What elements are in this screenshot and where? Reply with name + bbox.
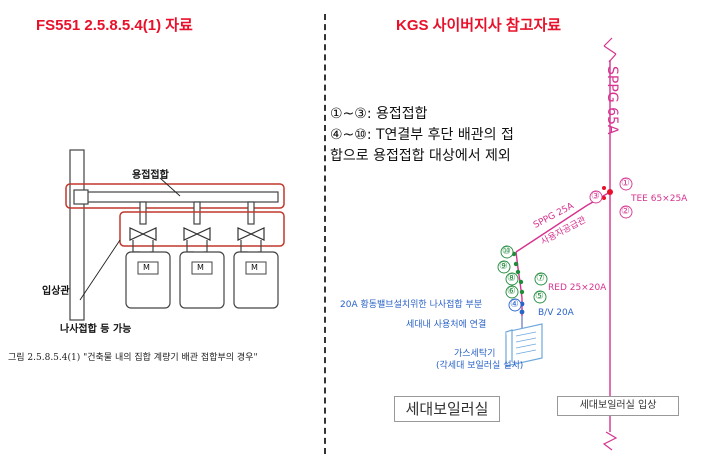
note-line-1: ①~③: 용접접합 — [330, 106, 428, 122]
figure-caption: 그림 2.5.8.5.4(1) "건축물 내의 집합 계량기 배관 접합부의 경… — [8, 353, 258, 363]
label-riser: 입상관 — [42, 286, 70, 297]
marker-7: ⑦ — [536, 273, 545, 284]
note-line-2: ④~⑩: T연결부 후단 배관의 접 — [330, 127, 514, 143]
tee-label: TEE 65×25A — [631, 194, 688, 204]
drop-pipe-1 — [139, 201, 147, 225]
label-weld: 용접접합 — [132, 170, 169, 181]
gas-meter-1 — [125, 251, 171, 309]
gas-heater-appliance — [505, 323, 543, 367]
marker-9: ⑨ — [499, 261, 508, 272]
room-left-box: 세대보일러실 — [394, 396, 500, 422]
leader-thread — [79, 239, 121, 301]
right-title: KGS 사이버지사 참고자료 — [396, 17, 562, 34]
ball-valve-label: B/V 20A — [538, 308, 574, 318]
elbow-fitting — [73, 189, 89, 205]
note-block: ①~③: 용접접합 ④~⑩: T연결부 후단 배관의 접 합으로 용접접합 대상… — [330, 104, 514, 167]
meter-label-3: M — [251, 263, 258, 272]
thread-highlight-box — [119, 211, 285, 247]
marker-4: ④ — [510, 299, 519, 310]
header-pipe — [77, 191, 279, 203]
connect-note: 세대내 사용처에 연결 — [406, 320, 487, 330]
marker-1: ① — [621, 178, 630, 189]
meter-label-1: M — [143, 263, 150, 272]
gas-meter-2 — [179, 251, 225, 309]
marker-6: ⑥ — [507, 286, 516, 297]
valve-note: 20A 황동밸브설치위한 나사접합 부분 — [340, 300, 483, 310]
marker-5: ⑤ — [535, 291, 544, 302]
label-thread: 나사접합 등 가능 — [60, 324, 132, 335]
weld-highlight-box — [65, 183, 285, 209]
center-divider — [324, 14, 326, 454]
marker-3: ③ — [591, 191, 600, 202]
note-line-3: 합으로 용접접합 대상에서 제외 — [330, 148, 511, 164]
valve-icon — [183, 227, 199, 241]
left-title: FS551 2.5.8.5.4(1) 자료 — [36, 17, 193, 34]
valve-icon — [237, 227, 253, 241]
heater-label: 가스세탁기 — [454, 349, 496, 359]
reducer-label: RED 25×20A — [548, 283, 607, 293]
meter-label-2: M — [197, 263, 204, 272]
riser-label: SPPG 65A — [604, 66, 620, 135]
room-right-box: 세대보일러실 입상 — [557, 396, 679, 416]
marker-8: ⑧ — [507, 273, 516, 284]
heater-sub-label: (각세대 보일러실 설치) — [436, 361, 524, 371]
marker-2: ② — [621, 206, 630, 217]
tee-dot — [607, 189, 613, 195]
valve-icon — [129, 227, 145, 241]
riser-pipe — [69, 149, 85, 321]
drop-pipe-3 — [247, 201, 255, 225]
drop-pipe-2 — [193, 201, 201, 225]
leader-weld — [159, 177, 181, 197]
gas-meter-3 — [233, 251, 279, 309]
piping-schematic — [497, 37, 633, 451]
marker-10: ⑩ — [502, 246, 511, 257]
meter-manifold-diagram — [65, 149, 285, 321]
